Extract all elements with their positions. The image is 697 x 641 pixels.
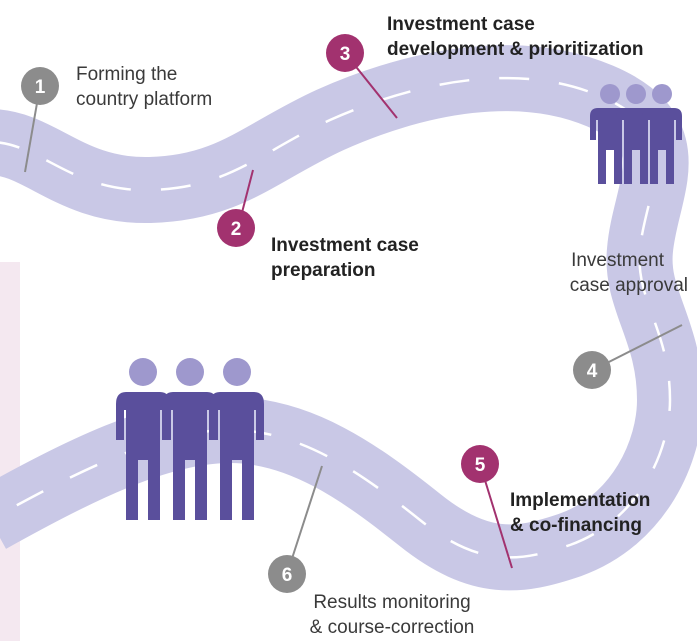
step-2-label-line-2: preparation [271,260,376,281]
step-1-label: Forming the country platform [76,62,212,112]
step-5-badge: 5 [461,445,499,483]
step-5-number: 5 [475,455,486,476]
step-6-label-line-2: & course-correction [309,617,475,638]
step-4-label-line-1: Investment [571,250,664,271]
step-3-number: 3 [340,44,351,65]
step-6-badge: 6 [268,555,306,593]
people-group-icon [590,84,682,184]
road-dash-line [0,76,672,559]
person-icon [163,358,217,520]
step-3-label-line-2: development & prioritization [387,39,644,60]
step-2-badge: 2 [217,209,255,247]
step-5-label: Implementation & co-financing [510,488,650,538]
step-4-label: Investment case approval [548,248,688,298]
step-1-label-line-1: Forming the [76,64,178,85]
step-3-label: Investment case development & prioritiza… [387,12,644,62]
step-1-badge: 1 [21,67,59,105]
person-icon [642,84,682,184]
step-2-label: Investment case preparation [271,233,419,283]
step-6-number: 6 [282,565,293,586]
step-4-number: 4 [587,361,598,382]
step-5-label-line-2: & co-financing [510,515,642,536]
person-icon [210,358,264,520]
step-2-label-line-1: Investment case [271,235,419,256]
road [0,45,697,591]
person-icon [116,358,170,520]
step-3-badge: 3 [326,34,364,72]
step-6-label-line-1: Results monitoring [313,592,471,613]
step-4-badge: 4 [573,351,611,389]
step-2-number: 2 [231,219,242,240]
step-3-label-line-1: Investment case [387,14,535,35]
step-6-label: Results monitoring & course-correction [294,590,490,640]
people-group-icon [116,358,264,520]
step-1-number: 1 [35,77,46,98]
step-1-label-line-2: country platform [76,89,213,110]
step-5-label-line-1: Implementation [510,490,651,511]
side-panel [0,262,20,641]
step-4-label-line-2: case approval [569,275,688,296]
